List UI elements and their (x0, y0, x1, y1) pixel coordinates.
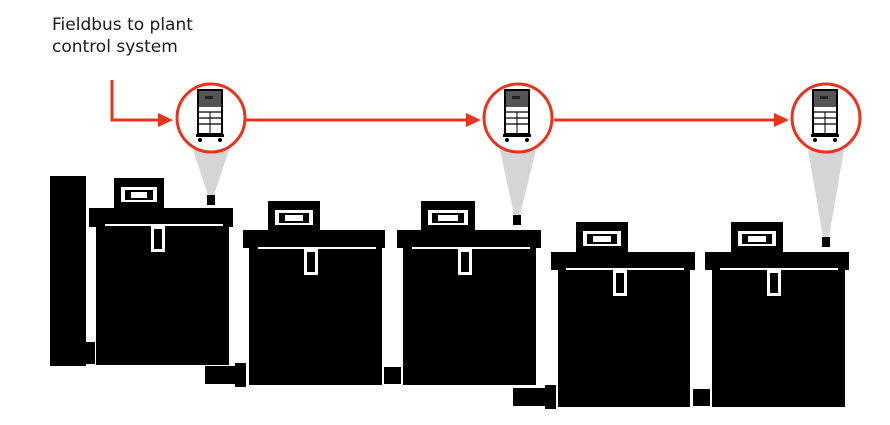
machine-1 (50, 176, 233, 366)
machine-3-valve (384, 367, 401, 384)
fieldbus-arrowhead-2 (466, 113, 481, 127)
caption-line-1: Fieldbus to plant (52, 15, 193, 35)
sensor-icon (822, 237, 830, 247)
caption-line-2: control system (52, 37, 178, 57)
machine-4-outlet (513, 388, 555, 406)
sensor-beams (193, 150, 844, 237)
control-cabinet-icon (196, 89, 224, 142)
machine-5-valve (693, 389, 710, 406)
control-unit-1 (175, 82, 247, 154)
sensor-beam-1 (193, 150, 229, 195)
machine-3 (384, 201, 541, 385)
fieldbus-caption: Fieldbus to plant control system (52, 14, 193, 58)
sensors (207, 195, 830, 247)
sensor-beam-3 (808, 150, 844, 237)
fieldbus-arrowhead-3 (774, 113, 789, 127)
fieldbus-input-arrowhead (158, 113, 173, 127)
control-cabinet-icon (811, 89, 839, 142)
machine-4 (513, 222, 695, 409)
machine-5 (693, 222, 849, 407)
control-cabinet-icon (503, 89, 531, 142)
machine-1-side-column (50, 176, 86, 366)
fieldbus-input-line (110, 80, 160, 122)
fieldbus-connections (110, 80, 789, 127)
sensor-beam-2 (500, 150, 536, 215)
machine-2 (205, 201, 385, 387)
control-unit-3 (790, 82, 862, 154)
sensor-icon (513, 215, 521, 225)
control-unit-2 (482, 82, 554, 154)
sensor-icon (207, 195, 215, 205)
